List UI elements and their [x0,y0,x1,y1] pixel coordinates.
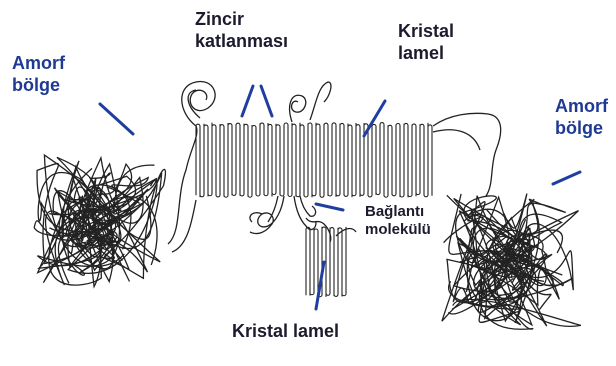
label-zincir-line1: Zincir [195,8,288,30]
label-amorf-left: Amorf bölge [12,52,65,96]
label-baglanti-molekulu: Bağlantı molekülü [365,203,431,239]
folded-chain [196,123,432,198]
label-amorf-right-line1: Amorf [555,95,608,117]
crystal-lamella-bottom [306,227,346,297]
pointer-baglanti [316,204,343,210]
label-baglanti-line1: Bağlantı [365,203,431,221]
folded-chain [306,227,346,297]
label-amorf-left-line2: bölge [12,74,65,96]
label-zincir-katlanmasi: Zincir katlanması [195,8,288,52]
label-amorf-left-line1: Amorf [12,52,65,74]
label-amorf-right: Amorf bölge [555,95,608,139]
pointer-amorf-right [553,172,580,184]
label-baglanti-line2: molekülü [365,221,431,239]
label-kristal-top-line2: lamel [398,42,454,64]
amorphous-region-right [442,194,581,330]
crystal-lamella-top [196,123,432,198]
connecting-chains [168,81,501,252]
pointer-zincir-1 [242,86,253,116]
label-kristal-lamel-bottom: Kristal lamel [232,320,339,342]
label-amorf-right-line2: bölge [555,117,608,139]
pointer-amorf-left [100,104,133,134]
amorphous-region-left [34,155,165,287]
label-zincir-line2: katlanması [195,30,288,52]
pointer-kristal-top [364,101,385,136]
label-kristal-lamel-top: Kristal lamel [398,20,454,64]
label-kristal-top-line1: Kristal [398,20,454,42]
pointer-zincir-2 [261,86,272,116]
pointer-kristal-bottom [316,262,324,309]
